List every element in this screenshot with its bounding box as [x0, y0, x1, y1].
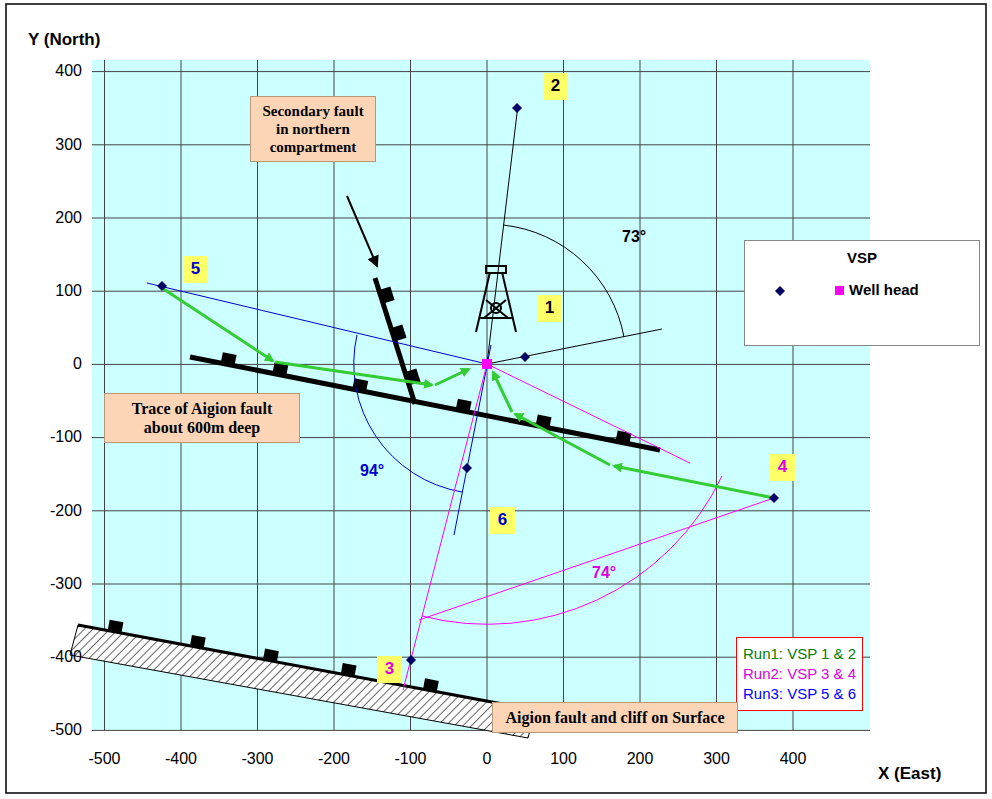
fault-tick [456, 399, 472, 412]
fault-tick [423, 678, 439, 690]
azimuth-line [487, 105, 518, 364]
tick-label: -500 [50, 721, 82, 739]
tick-label: 100 [55, 282, 82, 300]
well-head-marker [482, 359, 492, 369]
fault-tick [190, 635, 206, 647]
fault-tick [381, 287, 395, 303]
callout-text: 1 [542, 298, 557, 318]
callout-number: 6 [490, 507, 515, 534]
tick-label: 0 [483, 750, 492, 768]
angle-arc [503, 225, 624, 337]
legend-text: Well head [849, 281, 919, 298]
azimuth-line [147, 283, 487, 364]
surface-fault-line [78, 625, 535, 710]
legend-diamond [774, 285, 786, 297]
tick-label: 200 [627, 750, 654, 768]
tick-label: 100 [550, 750, 577, 768]
vsp-points [157, 103, 779, 665]
tick-label: -400 [165, 750, 197, 768]
grid [92, 60, 870, 730]
frame [6, 4, 986, 793]
azimuth-line [487, 364, 690, 463]
fault-ticks [108, 287, 632, 691]
tick-label: -100 [50, 428, 82, 446]
callout-number: 2 [543, 73, 568, 100]
tick-label: 200 [55, 209, 82, 227]
tick-label: -300 [50, 575, 82, 593]
axis-title: Y (North) [28, 30, 100, 50]
run-legend-box: Run1: VSP 1 & 2 Run2: VSP 3 & 4 Run3: VSP … [736, 637, 863, 711]
tick-label: 0 [73, 355, 82, 373]
box-text: Run1: VSP 1 & 2 [743, 645, 856, 663]
tick-label: 400 [780, 750, 807, 768]
fault-tick [341, 663, 357, 675]
grid-line [92, 71, 870, 72]
grid-line [793, 60, 794, 730]
tick-label: -200 [50, 502, 82, 520]
fault-tick [221, 352, 237, 365]
tick-label: -400 [50, 648, 82, 666]
callout-number: 3 [377, 656, 402, 683]
grid-line [487, 60, 488, 730]
callout-box: Aigion fault and cliff on Surface [492, 702, 738, 733]
grid-line [92, 584, 870, 585]
angle-label: 73° [622, 228, 646, 246]
derrick-icon [476, 266, 516, 332]
fault-tick [108, 620, 124, 632]
azimuth-line [487, 329, 662, 364]
azimuth-line [403, 364, 487, 690]
fault-tick [263, 649, 279, 661]
angle-arc [422, 476, 722, 624]
tick-label: 300 [55, 136, 82, 154]
tick-label: 400 [55, 62, 82, 80]
fault-tick [616, 430, 632, 443]
grid-line [92, 730, 870, 731]
box-text: Aigion fault and cliff on Surface [499, 708, 731, 727]
fault-tick [393, 324, 407, 340]
callout-number: 4 [770, 454, 795, 481]
grid-line [92, 144, 870, 145]
axis-title: X (East) [878, 764, 941, 784]
angle-arc [354, 335, 462, 492]
grid-line [640, 60, 641, 730]
callout-text: 4 [775, 457, 790, 477]
box-text: Run3: VSP 5 & 6 [743, 685, 856, 703]
callout-number: 5 [183, 256, 208, 283]
grid-line [716, 60, 717, 730]
plot-area [92, 60, 870, 730]
callout-text: 3 [382, 659, 397, 679]
callout-box: Secondary fault in northern compartment [250, 96, 376, 162]
tick-label: -300 [241, 750, 273, 768]
legend-heading: VSP [745, 249, 979, 266]
legend-box: VSP Well head [744, 240, 980, 346]
tick-label: -500 [88, 750, 120, 768]
callout-text: 6 [495, 510, 510, 530]
legend-swatch [835, 286, 844, 295]
box-text: Run2: VSP 3 & 4 [743, 665, 856, 683]
azimuth-line [419, 498, 774, 620]
grid-line [92, 364, 870, 365]
callout-number: 1 [537, 295, 562, 322]
grid-line [92, 510, 870, 511]
diamond-mark [775, 286, 785, 296]
angle-label: 74° [592, 564, 616, 582]
surface-fault-band [70, 625, 535, 738]
leader-arrow [347, 196, 377, 266]
box-text: Secondary fault in northern compartment [257, 102, 369, 156]
callout-box: Trace of Aigion fault about 600m deep [104, 393, 300, 443]
tick-label: -200 [318, 750, 350, 768]
angle-label: 94° [360, 462, 384, 480]
tick-label: 300 [703, 750, 730, 768]
secondary-fault [375, 278, 415, 404]
callout-text: 5 [188, 259, 203, 279]
grid-line [563, 60, 564, 730]
callout-text: 2 [548, 76, 563, 96]
box-text: Trace of Aigion fault about 600m deep [111, 399, 293, 437]
tick-label: -100 [394, 750, 426, 768]
grid-line [92, 218, 870, 219]
